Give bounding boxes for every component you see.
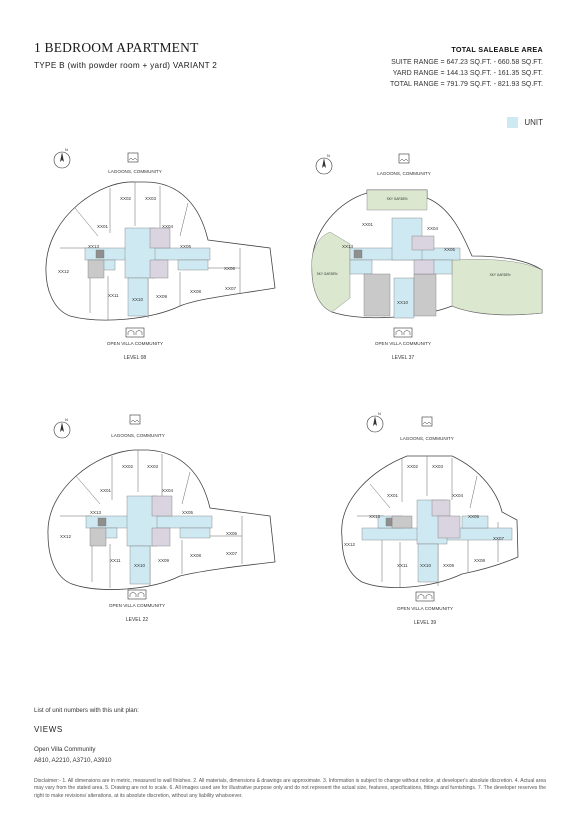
plan-level-label: LEVEL 37 — [392, 355, 415, 361]
unit-legend-label: UNIT — [524, 118, 543, 127]
unit-highlight — [349, 217, 461, 319]
plan-level-label: LEVEL 39 — [414, 620, 437, 626]
north-compass-icon: N — [53, 148, 71, 169]
unit-xx06: XX06 — [226, 531, 238, 536]
building-core — [353, 235, 437, 317]
plan-top-label: LAGOONS, COMMUNITY — [400, 436, 454, 441]
sky-garden-label-right: SKY GARDEN — [490, 273, 512, 277]
unit-xx05: XX05 — [182, 510, 194, 515]
floor-plan-level-39: N LAGOONS, COMMUNITY XX02 XX03 XX01 XX04… — [302, 412, 552, 632]
saleable-area-block: TOTAL SALEABLE AREA SUITE RANGE = 647.23… — [390, 44, 543, 90]
unit-xx03: XX03 — [432, 464, 444, 469]
unit-xx08: XX08 — [474, 558, 486, 563]
saleable-area-heading: TOTAL SALEABLE AREA — [451, 45, 543, 54]
lagoon-community-icon — [398, 153, 410, 164]
plan-top-label: LAGOONS, COMMUNITY — [377, 171, 431, 176]
unit-xx04: XX04 — [162, 488, 174, 493]
building-core — [385, 499, 461, 539]
unit-xx01: XX01 — [362, 222, 374, 227]
unit-xx07: XX07 — [493, 536, 505, 541]
unit-xx12: XX12 — [58, 269, 70, 274]
unit-xx13: XX13 — [90, 510, 102, 515]
page-title: 1 BEDROOM APARTMENT — [34, 40, 199, 55]
total-range: TOTAL RANGE = 791.79 SQ.FT. - 821.93 SQ.… — [390, 81, 543, 88]
lagoon-community-icon — [129, 414, 141, 425]
sky-garden — [311, 189, 543, 315]
unit-xx10: XX10 — [134, 563, 146, 568]
floor-plan-level-08: N LAGOONS, COMMUNITY XX02 XX03 XX01 XX04… — [40, 148, 290, 368]
villa-community-icon — [127, 589, 147, 600]
unit-xx13: XX13 — [342, 244, 354, 249]
unit-xx02: XX02 — [122, 464, 134, 469]
unit-xx09: XX09 — [156, 294, 168, 299]
north-compass-icon: N — [366, 412, 384, 433]
lagoon-community-icon — [127, 152, 139, 163]
suite-range: SUITE RANGE = 647.23 SQ.FT. - 660.58 SQ.… — [391, 59, 543, 66]
unit-xx02: XX02 — [407, 464, 419, 469]
unit-xx08: XX08 — [190, 289, 202, 294]
sky-garden-label-left: SKY GARDEN — [317, 272, 339, 276]
plan-bottom-label: OPEN VILLA COMMUNITY — [109, 603, 165, 608]
plan-level-label: LEVEL 08 — [124, 355, 147, 361]
unit-xx01: XX01 — [100, 488, 112, 493]
unit-xx01: XX01 — [97, 224, 109, 229]
unit-xx11: XX11 — [110, 558, 121, 563]
plan-top-label: LAGOONS, COMMUNITY — [111, 433, 165, 438]
unit-xx02: XX02 — [120, 196, 132, 201]
svg-text:N: N — [327, 153, 330, 158]
plan-bottom-label: OPEN VILLA COMMUNITY — [107, 341, 163, 346]
unit-xx09: XX09 — [443, 563, 455, 568]
unit-xx13: XX13 — [369, 514, 381, 519]
svg-text:N: N — [65, 148, 68, 152]
plan-bottom-label: OPEN VILLA COMMUNITY — [397, 606, 453, 611]
unit-xx01: XX01 — [387, 493, 399, 498]
views-unit-numbers: A810, A2210, A3710, A3910 — [34, 757, 112, 764]
unit-xx13: XX13 — [88, 244, 100, 249]
building-core — [87, 227, 171, 279]
floor-plan-level-22: N LAGOONS, COMMUNITY XX02 XX03 XX01 XX04… — [40, 412, 290, 632]
villa-community-icon — [125, 327, 145, 338]
plan-top-label: LAGOONS, COMMUNITY — [108, 169, 162, 174]
unit-xx06: XX06 — [224, 266, 236, 271]
unit-legend-swatch — [507, 117, 519, 128]
unit-list-caption: List of unit numbers with this unit plan… — [34, 707, 139, 714]
yard-range: YARD RANGE = 144.13 SQ.FT. - 161.35 SQ.F… — [392, 70, 543, 77]
svg-text:N: N — [378, 412, 381, 416]
unit-xx11: XX11 — [108, 293, 119, 298]
lagoon-community-icon — [421, 416, 433, 427]
unit-xx10: XX10 — [132, 297, 144, 302]
views-heading: VIEWS — [34, 725, 63, 734]
unit-xx07: XX07 — [225, 286, 237, 291]
unit-xx03: XX03 — [145, 196, 157, 201]
sky-garden-label-top: SKY GARDEN — [387, 197, 409, 201]
views-name: Open Villa Community — [34, 746, 96, 753]
north-compass-icon: N — [315, 153, 333, 175]
unit-xx12: XX12 — [344, 542, 356, 547]
unit-xx07: XX07 — [226, 551, 238, 556]
unit-xx04: XX04 — [162, 224, 174, 229]
unit-xx05: XX05 — [180, 244, 192, 249]
plan-level-label: LEVEL 22 — [126, 617, 149, 623]
svg-text:N: N — [65, 417, 68, 422]
unit-xx03: XX03 — [147, 464, 159, 469]
disclaimer: Disclaimer:- 1. All dimensions are in me… — [34, 778, 546, 799]
unit-xx04: XX04 — [427, 226, 439, 231]
unit-xx05: XX05 — [444, 247, 456, 252]
villa-community-icon — [393, 327, 413, 338]
unit-legend: UNIT — [507, 117, 543, 128]
floor-plan-level-37: N LAGOONS, COMMUNITY SKY GARDEN SKY GARD… — [302, 148, 552, 368]
villa-community-icon — [415, 591, 435, 602]
plan-bottom-label: OPEN VILLA COMMUNITY — [375, 341, 431, 346]
unit-xx10: XX10 — [420, 563, 432, 568]
unit-xx11: XX11 — [397, 563, 408, 568]
north-compass-icon: N — [53, 417, 71, 439]
page-subtitle: TYPE B (with powder room + yard) VARIANT… — [34, 61, 218, 70]
building-core — [89, 495, 173, 547]
unit-xx10: XX10 — [397, 300, 409, 305]
unit-xx04: XX04 — [452, 493, 464, 498]
unit-xx12: XX12 — [60, 534, 72, 539]
unit-xx05: XX05 — [468, 514, 480, 519]
unit-xx09: XX09 — [158, 558, 170, 563]
unit-xx08: XX08 — [190, 553, 202, 558]
